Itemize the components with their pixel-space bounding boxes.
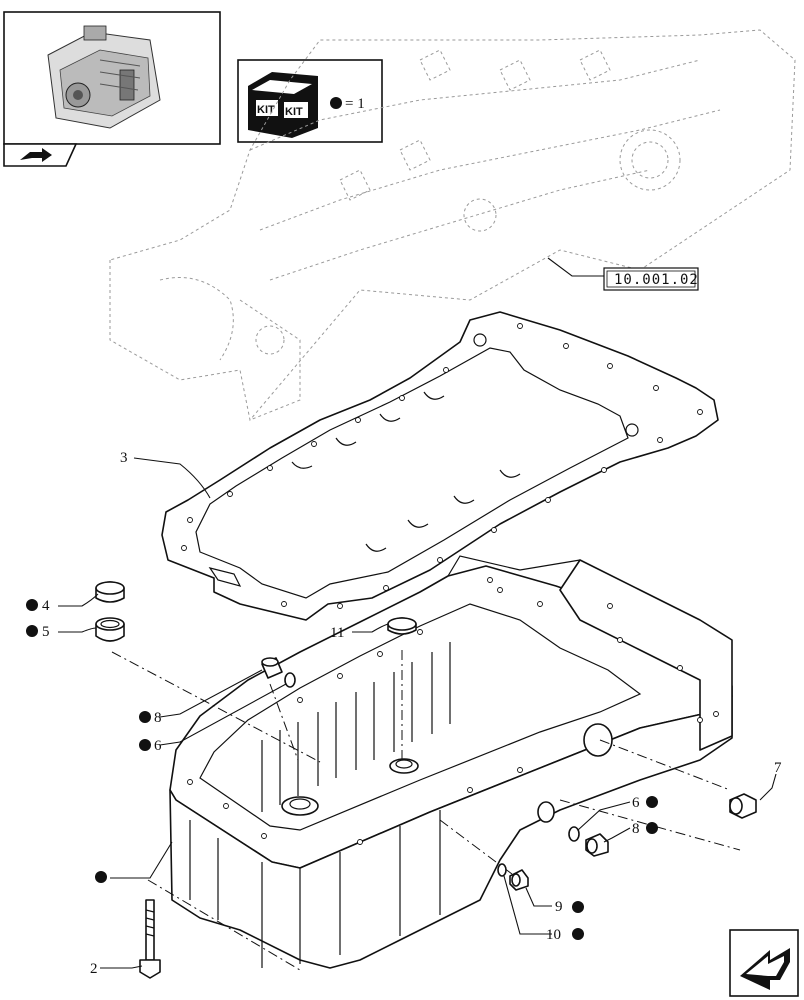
plug-9[interactable] xyxy=(509,869,529,891)
callout-4: 4 xyxy=(42,598,50,614)
reference-code-box[interactable]: 10.001.02 xyxy=(547,257,699,291)
sleeve-plug-5[interactable] xyxy=(95,617,125,642)
washer-6-right[interactable] xyxy=(568,826,580,842)
engine-thumbnail-icon xyxy=(47,25,161,129)
plug-11[interactable] xyxy=(387,617,417,635)
washer-10[interactable] xyxy=(497,863,507,877)
arrow-navigation-icon xyxy=(20,148,52,162)
kit-bullet-icon xyxy=(330,97,342,109)
engine-thumbnail[interactable] xyxy=(3,11,221,145)
plug-8-left[interactable] xyxy=(261,657,296,688)
callout-6-right: 6 xyxy=(632,795,640,811)
kit-box-icon: KIT KIT xyxy=(248,72,318,138)
callout-6-left: 6 xyxy=(154,738,162,754)
callout-11: 11 xyxy=(330,625,344,641)
kit-legend-text: = 1 xyxy=(345,96,365,112)
bolt-2[interactable] xyxy=(139,899,161,979)
kit-label-right: KIT xyxy=(285,106,303,118)
next-page-arrow-icon xyxy=(740,948,790,990)
cap-plug-4[interactable] xyxy=(95,581,125,603)
kit-bullets xyxy=(26,599,658,940)
callout-3: 3 xyxy=(120,450,128,466)
nav-tab[interactable] xyxy=(3,143,78,167)
callout-leaders xyxy=(58,457,777,969)
callout-7: 7 xyxy=(774,760,782,776)
plug-7[interactable] xyxy=(729,793,757,819)
engine-block-ghost xyxy=(109,29,796,422)
reference-code: 10.001.02 xyxy=(614,272,699,288)
callout-9: 9 xyxy=(555,899,563,915)
plug-8-right[interactable] xyxy=(585,833,609,857)
kit-label-left: KIT xyxy=(257,104,275,116)
oil-pan-gasket[interactable] xyxy=(161,311,719,621)
oil-pan[interactable] xyxy=(169,555,733,969)
next-page-button[interactable] xyxy=(729,929,799,997)
callout-8-left: 8 xyxy=(154,710,162,726)
callout-2: 2 xyxy=(90,961,98,977)
callout-8-right: 8 xyxy=(632,821,640,837)
callout-10: 10 xyxy=(546,927,561,943)
kit-legend-box: KIT KIT = 1 xyxy=(237,59,383,143)
callout-5: 5 xyxy=(42,624,50,640)
